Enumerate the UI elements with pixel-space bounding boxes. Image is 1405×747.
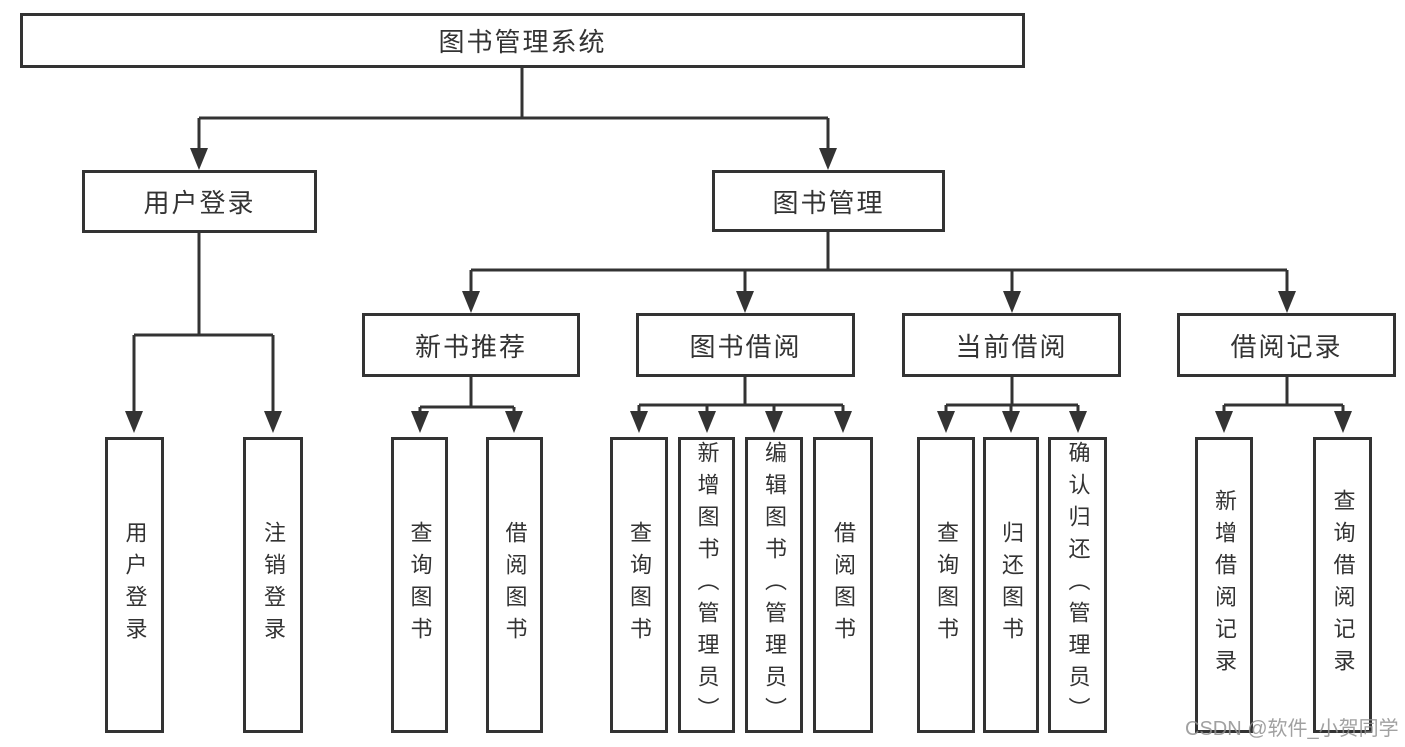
node-current-borrowing: 当前借阅: [902, 313, 1121, 377]
leaf-add-books-admin: 新增图书（管理员）: [678, 437, 735, 733]
leaf-edit-books-admin-label: 编辑图书（管理员）: [762, 441, 787, 729]
leaf-return-books: 归还图书: [983, 437, 1039, 733]
connector-book-management-to-level3: [462, 232, 1296, 313]
leaf-confirm-return-admin-label: 确认归还（管理员）: [1065, 441, 1091, 729]
leaf-return-books-label: 归还图书: [999, 521, 1024, 649]
leaf-query-borrow-record-label: 查询借阅记录: [1330, 489, 1356, 681]
leaf-query-books-3-label: 查询图书: [934, 521, 959, 649]
node-new-book-recommendation: 新书推荐: [362, 313, 580, 377]
leaf-logout: 注销登录: [243, 437, 303, 733]
leaf-logout-label: 注销登录: [261, 521, 286, 649]
connector-current-borrow-to-leaves: [937, 377, 1087, 433]
csdn-watermark: CSDN @软件_小贺同学: [1185, 718, 1399, 740]
connector-borrow-record-to-leaves: [1215, 377, 1352, 433]
node-root-label: 图书管理系统: [438, 27, 607, 57]
node-book-management: 图书管理: [712, 170, 945, 232]
leaf-confirm-return-admin: 确认归还（管理员）: [1048, 437, 1107, 733]
leaf-query-borrow-record: 查询借阅记录: [1313, 437, 1372, 733]
leaf-edit-books-admin: 编辑图书（管理员）: [745, 437, 803, 733]
node-root: 图书管理系统: [20, 13, 1025, 68]
node-current-borrowing-label: 当前借阅: [955, 331, 1068, 362]
node-book-borrowing: 图书借阅: [636, 313, 855, 377]
leaf-query-books-2: 查询图书: [610, 437, 668, 733]
leaf-borrow-books-2-label: 借阅图书: [831, 521, 856, 649]
leaf-user-login: 用户登录: [105, 437, 164, 733]
node-user-login-label: 用户登录: [143, 188, 256, 218]
node-book-management-label: 图书管理: [772, 187, 885, 218]
node-borrowing-records-label: 借阅记录: [1230, 331, 1343, 362]
leaf-add-books-admin-label: 新增图书（管理员）: [694, 441, 720, 729]
connector-new-book-rec-to-leaves: [411, 377, 523, 433]
leaf-borrow-books-1: 借阅图书: [486, 437, 543, 733]
leaf-query-books-2-label: 查询图书: [627, 521, 652, 649]
node-borrowing-records: 借阅记录: [1177, 313, 1396, 377]
node-user-login: 用户登录: [82, 170, 317, 233]
connector-book-borrow-to-leaves: [630, 377, 852, 433]
node-book-borrowing-label: 图书借阅: [689, 331, 802, 362]
connector-root-to-level2: [190, 68, 837, 170]
connector-user-login-to-leaves: [125, 233, 282, 433]
leaf-add-borrow-record-label: 新增借阅记录: [1212, 489, 1237, 681]
leaf-query-books-1: 查询图书: [391, 437, 448, 733]
leaf-user-login-label: 用户登录: [122, 521, 148, 649]
leaf-add-borrow-record: 新增借阅记录: [1195, 437, 1253, 733]
node-new-book-recommendation-label: 新书推荐: [414, 331, 527, 362]
leaf-query-books-3: 查询图书: [917, 437, 975, 733]
leaf-borrow-books-1-label: 借阅图书: [502, 521, 528, 649]
leaf-borrow-books-2: 借阅图书: [813, 437, 873, 733]
leaf-query-books-1-label: 查询图书: [407, 521, 433, 649]
